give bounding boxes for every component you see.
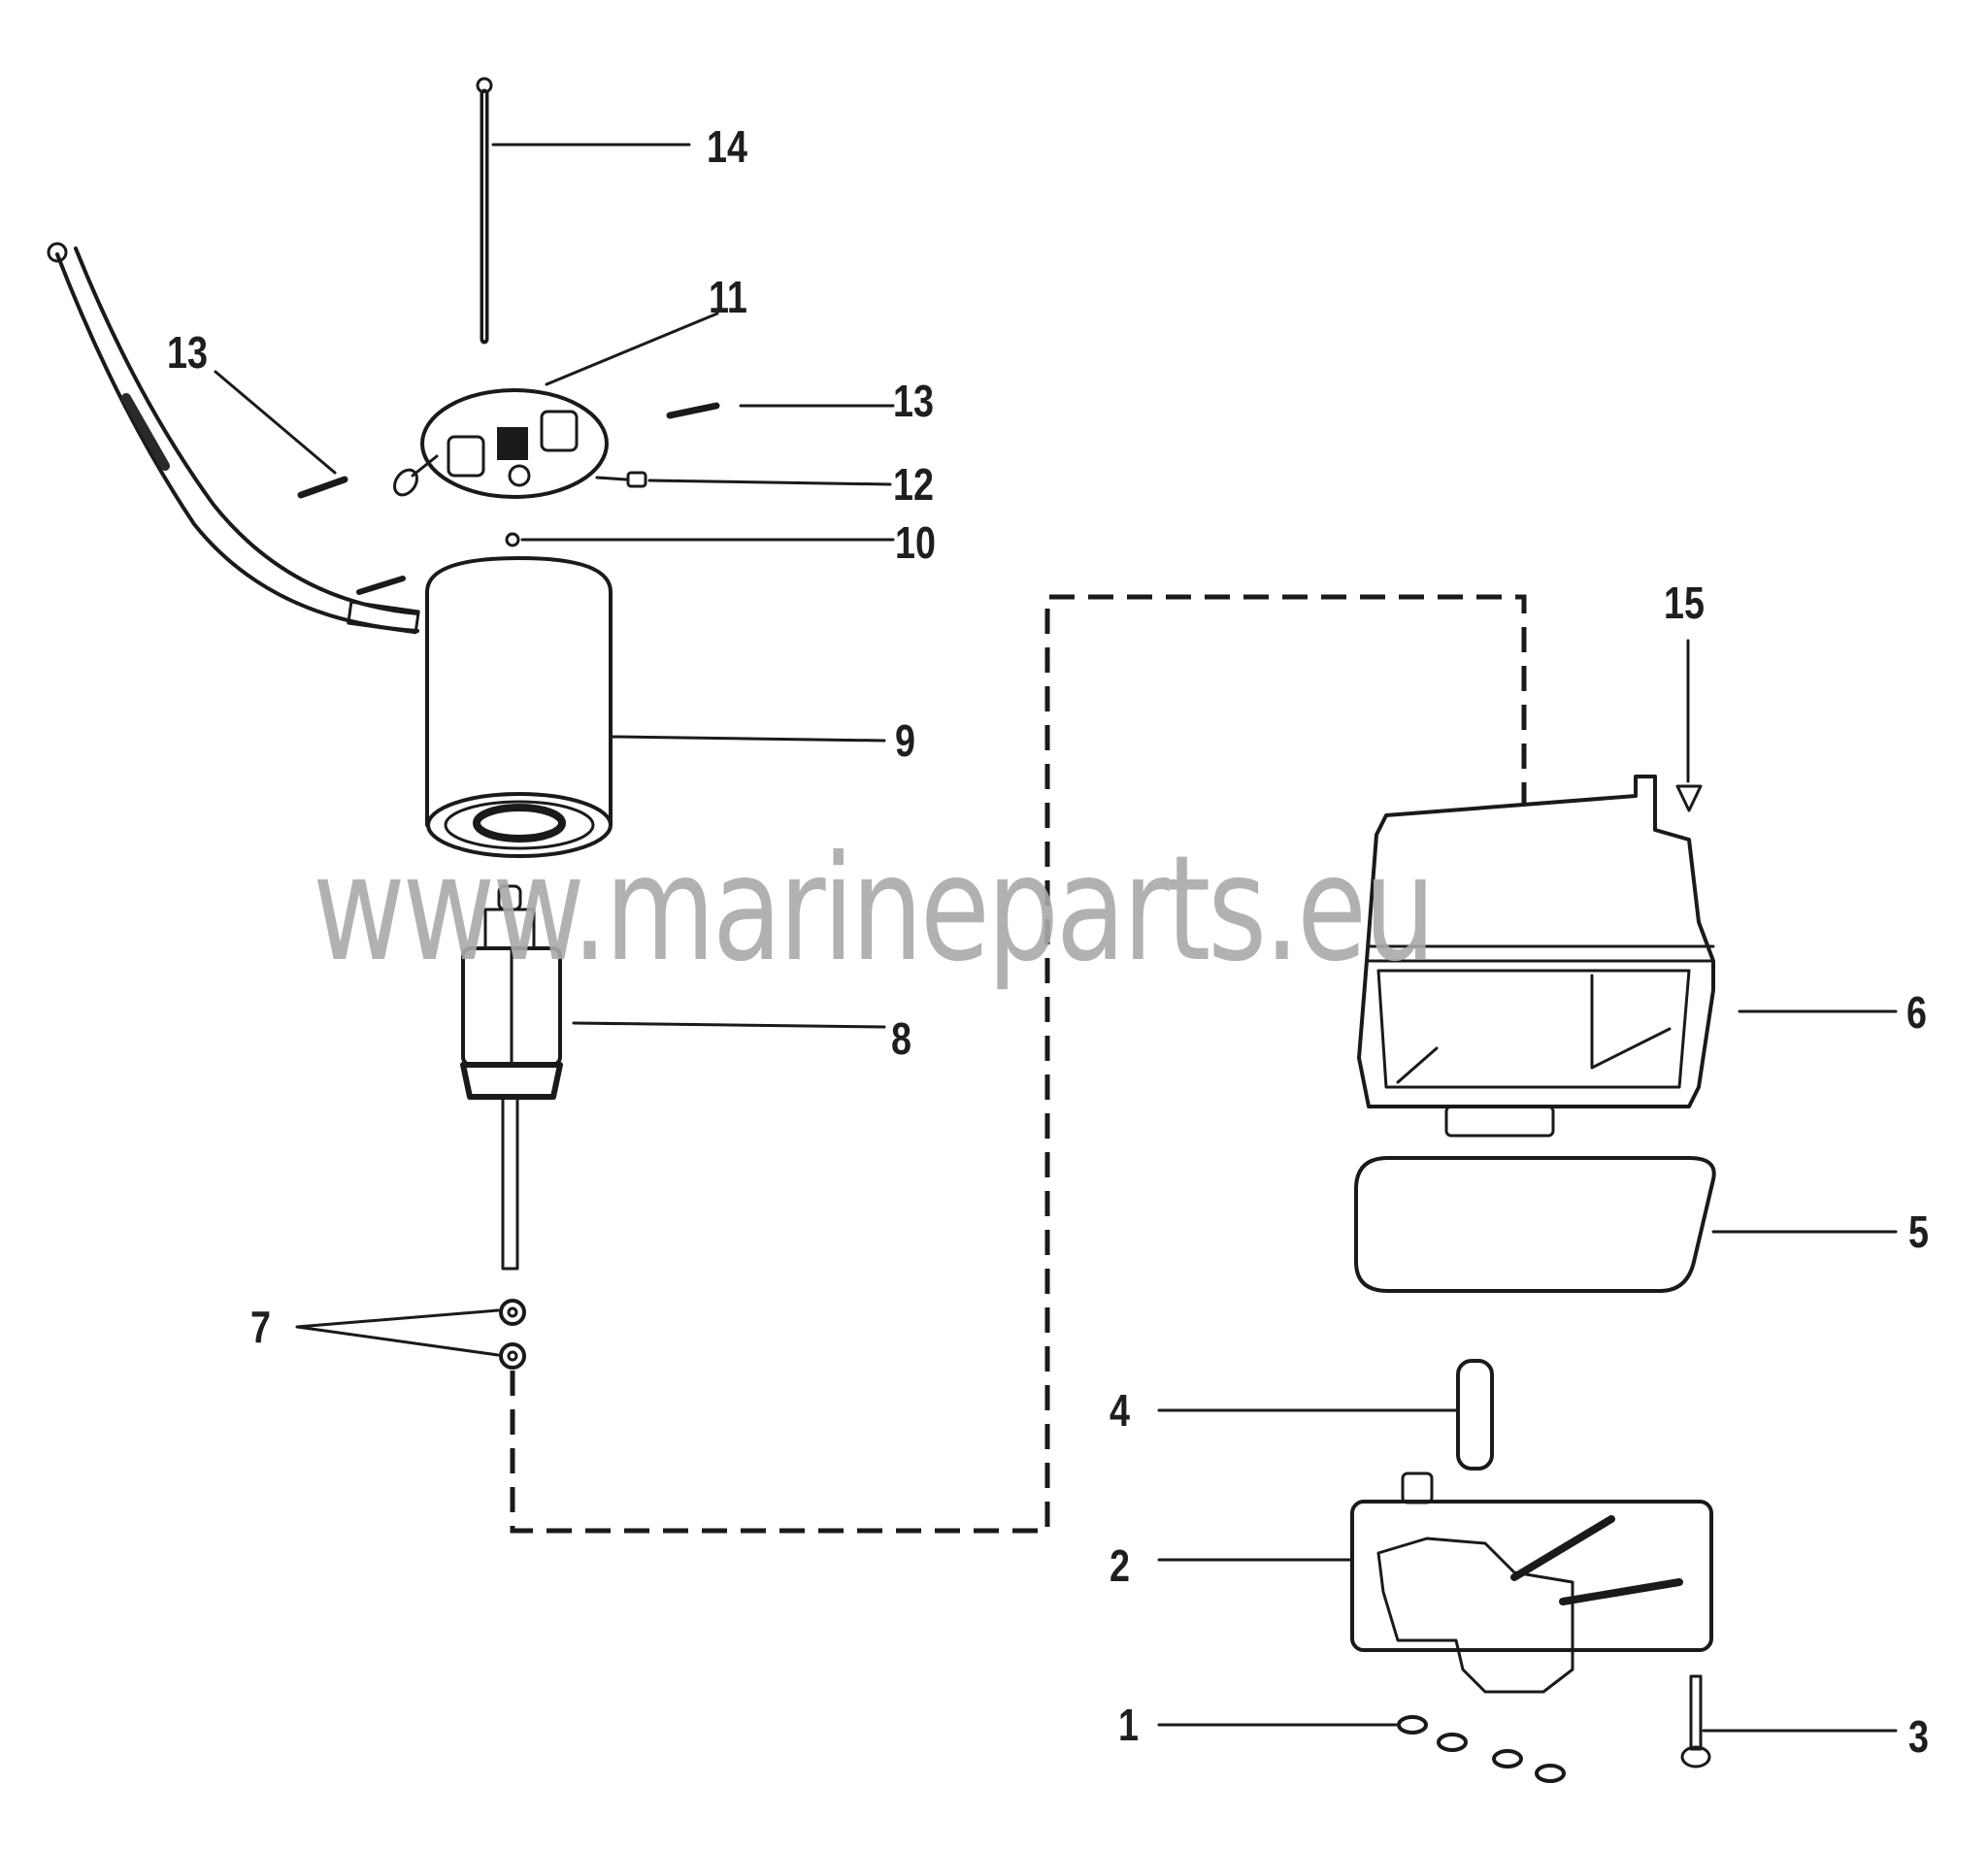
part-12-terminal: [595, 471, 647, 488]
leader-13-left: [214, 370, 337, 475]
part-1-o-rings: [1397, 1715, 1566, 1783]
callout-15: 15: [1664, 578, 1705, 628]
part-13-screw-left: [297, 476, 348, 499]
part-10-ball: [505, 532, 520, 547]
part-6-reservoir-cover: [1357, 775, 1715, 1138]
callout-13-right: 13: [893, 376, 934, 426]
part-9-motor-frame: [47, 242, 613, 858]
leader-8: [572, 1021, 886, 1029]
callout-7: 7: [250, 1302, 271, 1352]
leader-12: [647, 479, 892, 486]
leader-9: [611, 735, 886, 743]
callout-5: 5: [1908, 1206, 1929, 1257]
callout-13-left: 13: [167, 327, 208, 378]
callout-3: 3: [1908, 1711, 1929, 1762]
part-5-gasket: [1354, 1156, 1716, 1293]
callout-9: 9: [895, 715, 915, 766]
part-8-armature: [460, 884, 563, 1271]
part-7-washers: [499, 1299, 526, 1370]
leader-11: [545, 312, 719, 386]
callout-1: 1: [1118, 1700, 1139, 1750]
assembly-dashed-line: [510, 594, 1527, 1534]
leader-7: [295, 1308, 500, 1357]
part-15-fill-plug: [1675, 784, 1703, 812]
part-14-through-bolt: [476, 77, 493, 345]
callout-10: 10: [895, 517, 936, 568]
part-4-pin: [1456, 1359, 1494, 1471]
callout-11: 11: [709, 272, 747, 322]
part-2-pump-base: [1350, 1471, 1713, 1694]
callout-4: 4: [1110, 1385, 1130, 1436]
callout-14: 14: [707, 121, 747, 172]
part-11-brush-plate: [393, 388, 609, 499]
callout-12: 12: [893, 459, 934, 510]
callout-2: 2: [1110, 1540, 1130, 1591]
part-3-bolt: [1680, 1674, 1711, 1768]
callout-8: 8: [891, 1013, 911, 1064]
part-13-screw-right: [666, 402, 720, 419]
callout-6: 6: [1906, 987, 1927, 1038]
